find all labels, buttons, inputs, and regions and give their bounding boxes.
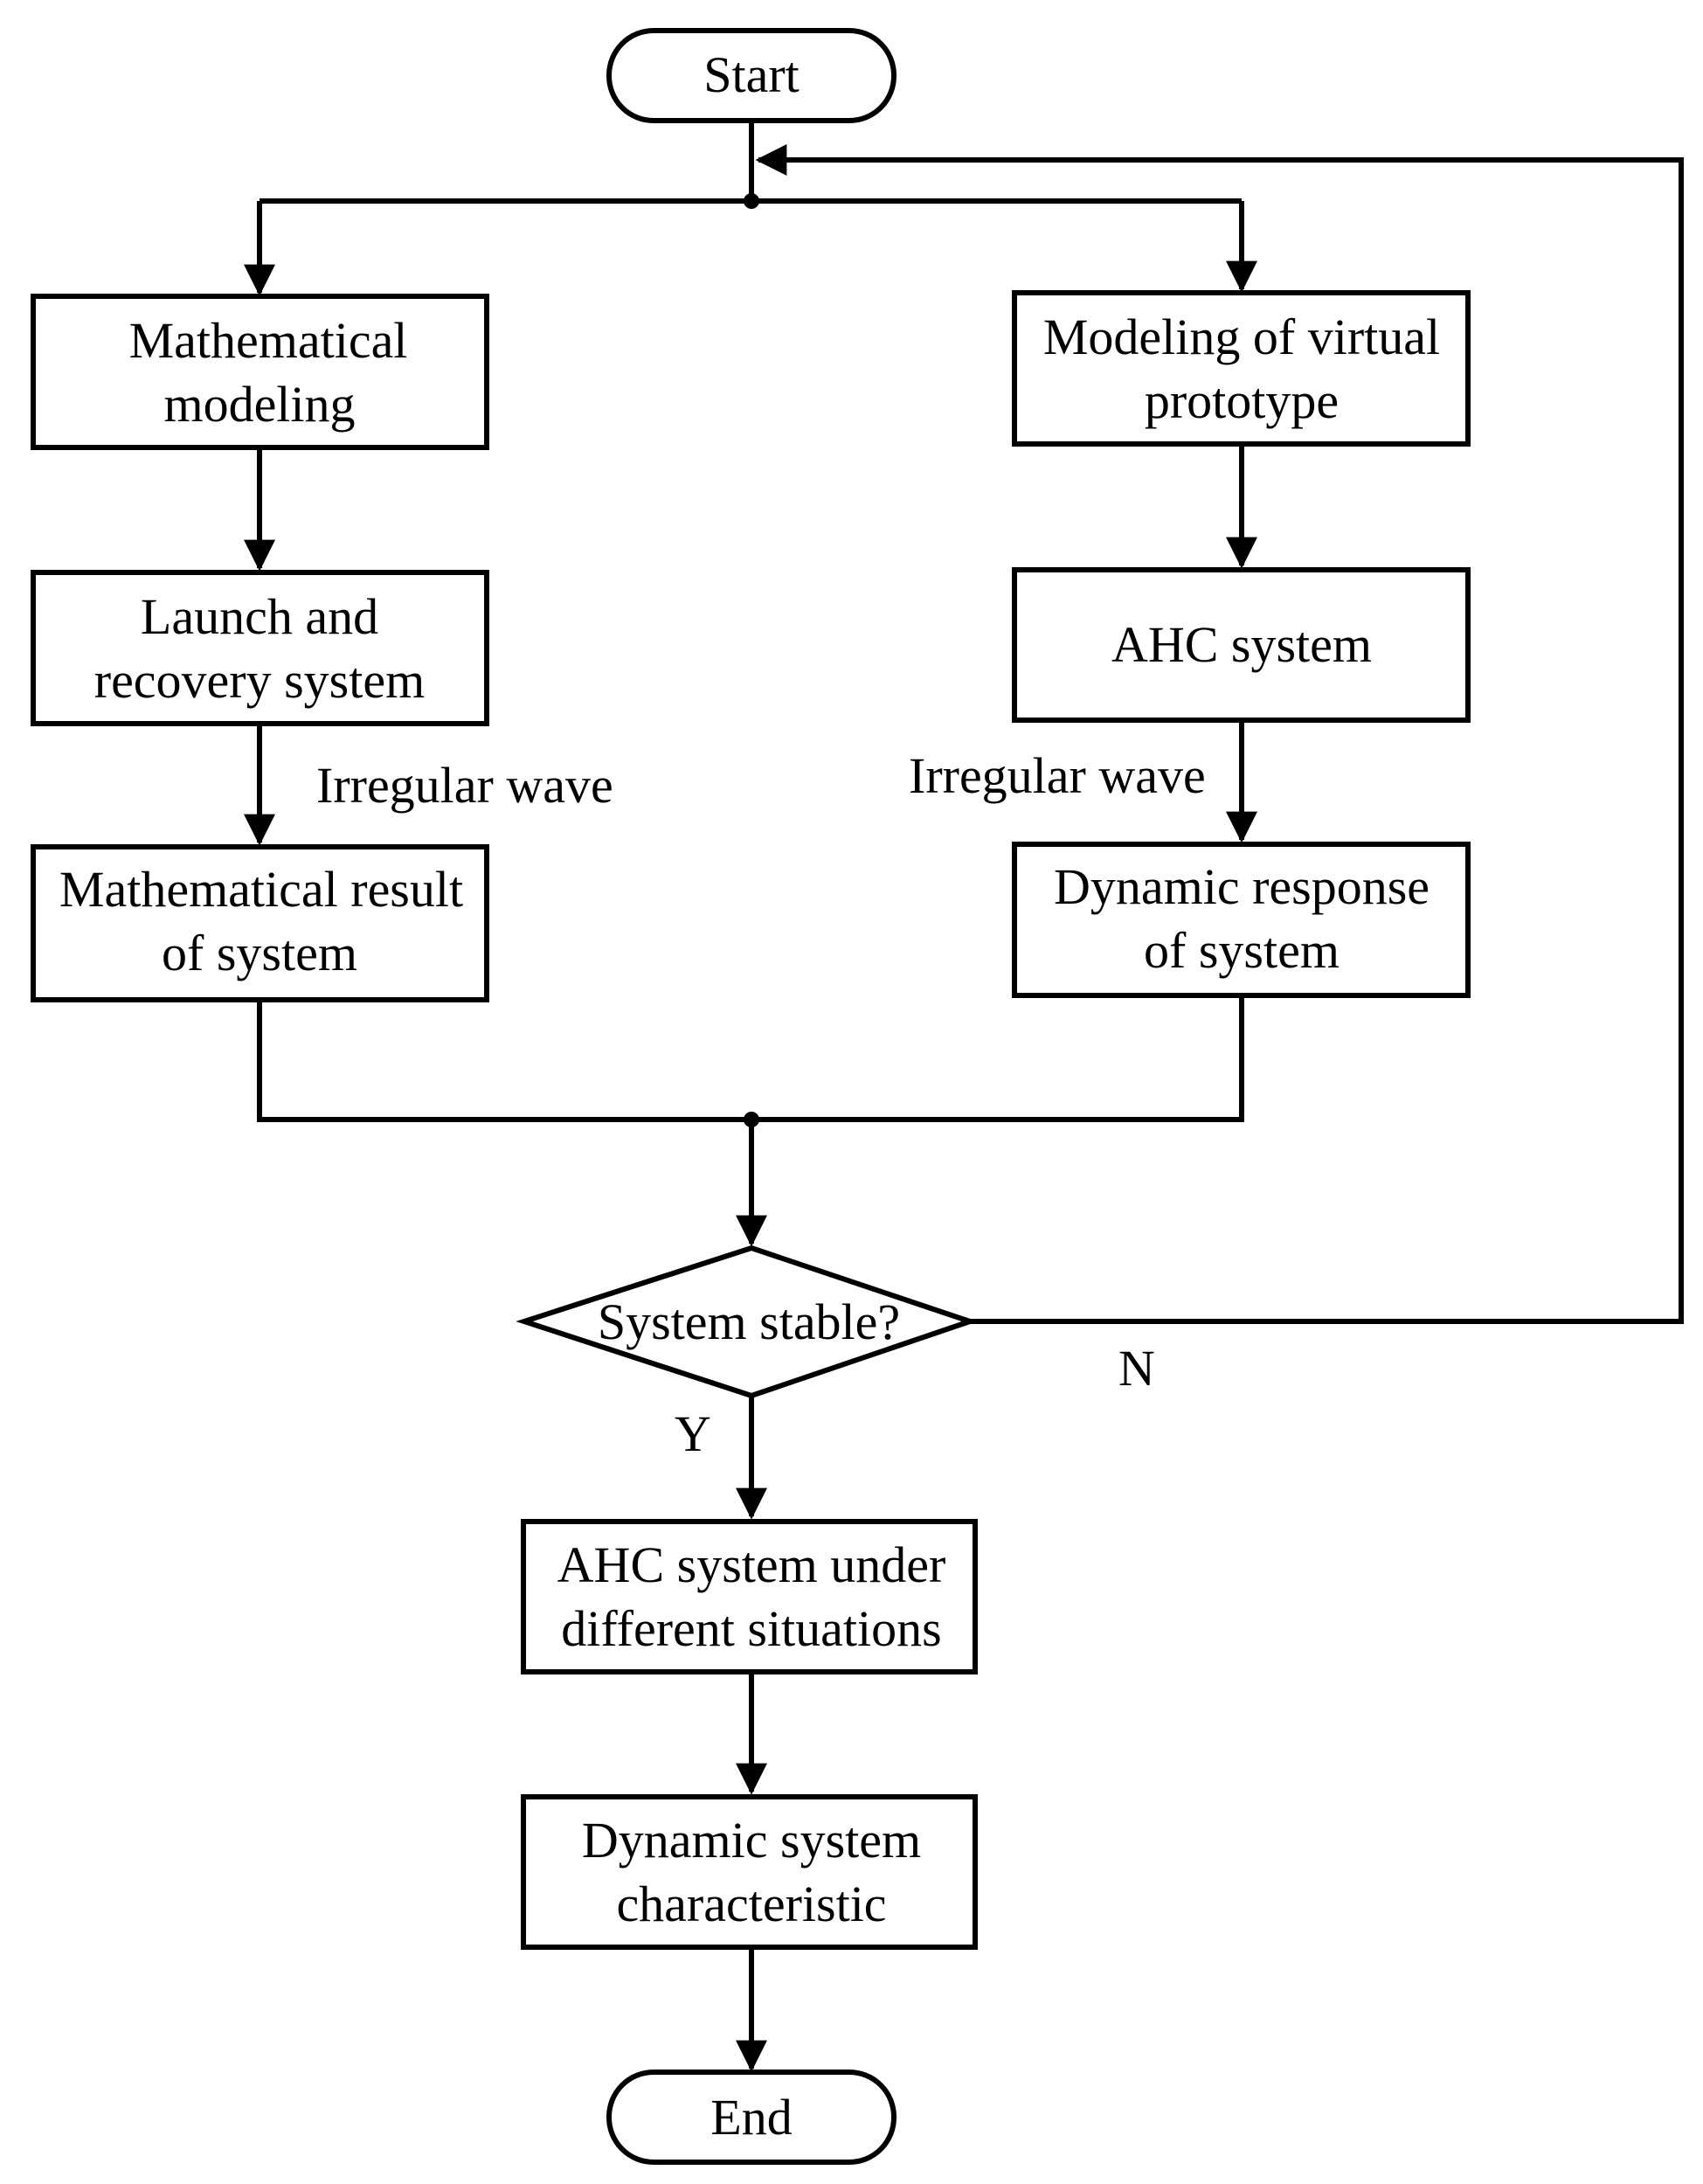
edges	[244, 121, 1684, 2072]
launch-recovery-label-line2: recovery system	[94, 652, 425, 709]
math-modeling-node: Mathematical modeling	[31, 294, 489, 450]
launch-recovery-node: Launch and recovery system	[31, 570, 489, 726]
decision-label: System stable?	[598, 1293, 900, 1350]
ahc-situations-label-line2: different situations	[561, 1600, 941, 1657]
characteristic-label-line1: Dynamic system	[582, 1812, 921, 1869]
math-result-node: Mathematical result of system	[31, 844, 489, 1002]
virtual-prototype-label-line1: Modeling of virtual	[1043, 309, 1440, 365]
virtual-prototype-label-line2: prototype	[1145, 372, 1339, 429]
math-modeling-label-line2: modeling	[163, 376, 355, 433]
start-label: Start	[703, 46, 800, 103]
end-label: End	[710, 2089, 792, 2146]
right-irregular-wave-label: Irregular wave	[909, 747, 1206, 804]
edge-decision-no-loop	[755, 144, 1684, 1324]
junction-dot-merge	[744, 1112, 759, 1127]
math-modeling-label-line1: Mathematical	[129, 312, 408, 369]
decision-node: System stable?	[516, 1245, 979, 1399]
ahc-system-label: AHC system	[1111, 616, 1372, 673]
math-result-label-line1: Mathematical result	[59, 861, 463, 918]
dynamic-response-label-line1: Dynamic response	[1054, 858, 1430, 915]
start-node: Start	[606, 28, 896, 123]
dynamic-response-label-line2: of system	[1144, 922, 1340, 979]
ahc-situations-node: AHC system under different situations	[521, 1519, 978, 1674]
junction-dot-top	[744, 193, 759, 209]
characteristic-label-line2: characteristic	[616, 1875, 886, 1932]
edge-merge	[257, 995, 1244, 1122]
left-irregular-wave-label: Irregular wave	[316, 757, 613, 814]
math-result-label-line2: of system	[162, 925, 357, 981]
end-node: End	[606, 2070, 896, 2165]
decision-no-label: N	[1118, 1340, 1155, 1397]
dynamic-response-node: Dynamic response of system	[1012, 842, 1471, 998]
launch-recovery-label-line1: Launch and	[141, 588, 378, 645]
ahc-situations-label-line1: AHC system under	[557, 1536, 946, 1593]
characteristic-node: Dynamic system characteristic	[521, 1794, 978, 1950]
ahc-system-node: AHC system	[1012, 567, 1471, 723]
decision-yes-label: Y	[675, 1405, 711, 1462]
virtual-prototype-node: Modeling of virtual prototype	[1012, 290, 1471, 447]
